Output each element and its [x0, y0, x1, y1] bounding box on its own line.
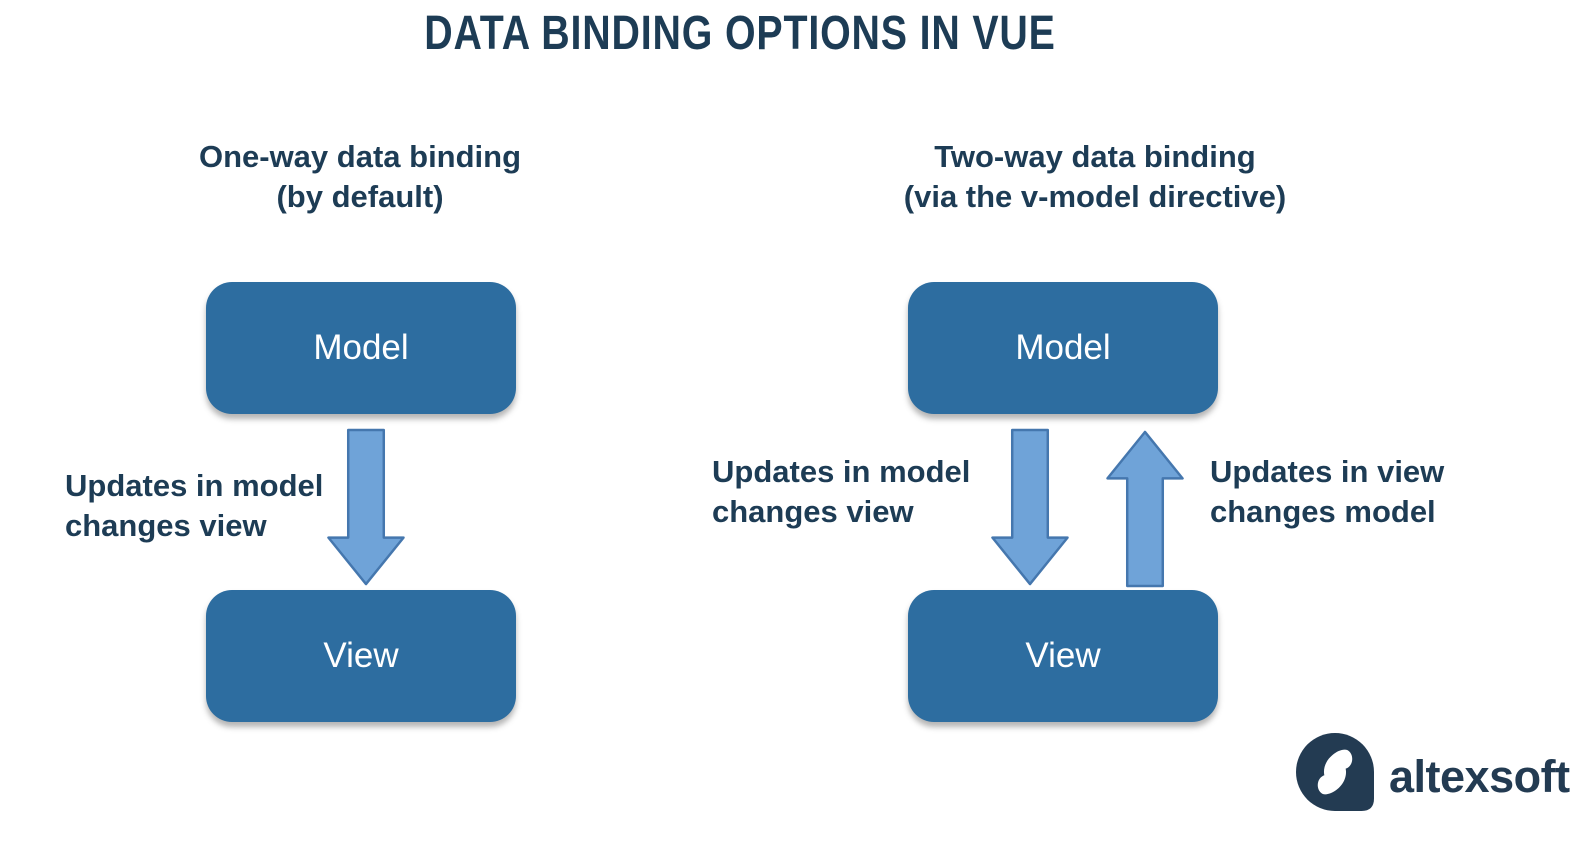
heading-line-1: One-way data binding — [198, 139, 522, 174]
model-node-label: Model — [313, 328, 409, 367]
view-node-label: View — [323, 636, 399, 675]
diagram-title: DATA BINDING OPTIONS IN VUE — [424, 7, 1056, 60]
flow-label-line-1: Updates in model — [65, 468, 324, 503]
flow-label-model-to-view: Updates in model changes view — [712, 452, 970, 532]
altexsoft-logo: altexsoft — [1296, 733, 1570, 811]
view-node-label: View — [1025, 636, 1101, 675]
flow-label-line-2: changes view — [65, 508, 267, 543]
arrow-down-icon — [316, 427, 416, 589]
flow-label-model-to-view: Updates in model changes view — [65, 466, 323, 546]
heading-line-1: Two-way data binding — [934, 139, 1256, 174]
model-node-label: Model — [1015, 328, 1111, 367]
model-node-two-way: Model — [908, 282, 1218, 414]
view-node-two-way: View — [908, 590, 1218, 722]
heading-line-2: (by default) — [276, 179, 444, 214]
altexsoft-logo-text: altexsoft — [1389, 751, 1570, 802]
model-node-one-way: Model — [206, 282, 516, 414]
section-heading-two-way: Two-way data binding (via the v-model di… — [835, 137, 1355, 217]
arrow-up-icon — [1095, 427, 1195, 589]
flow-label-view-to-model: Updates in view changes model — [1210, 452, 1444, 532]
flow-label-line-2: changes view — [712, 494, 914, 529]
view-node-one-way: View — [206, 590, 516, 722]
flow-label-line-1: Updates in view — [1210, 454, 1445, 489]
arrow-down-icon — [980, 427, 1080, 589]
section-heading-one-way: One-way data binding (by default) — [100, 137, 620, 217]
heading-line-2: (via the v-model directive) — [903, 179, 1287, 214]
flow-label-line-2: changes model — [1210, 494, 1436, 529]
flow-label-line-1: Updates in model — [712, 454, 971, 489]
altexsoft-logo-icon — [1296, 733, 1374, 811]
